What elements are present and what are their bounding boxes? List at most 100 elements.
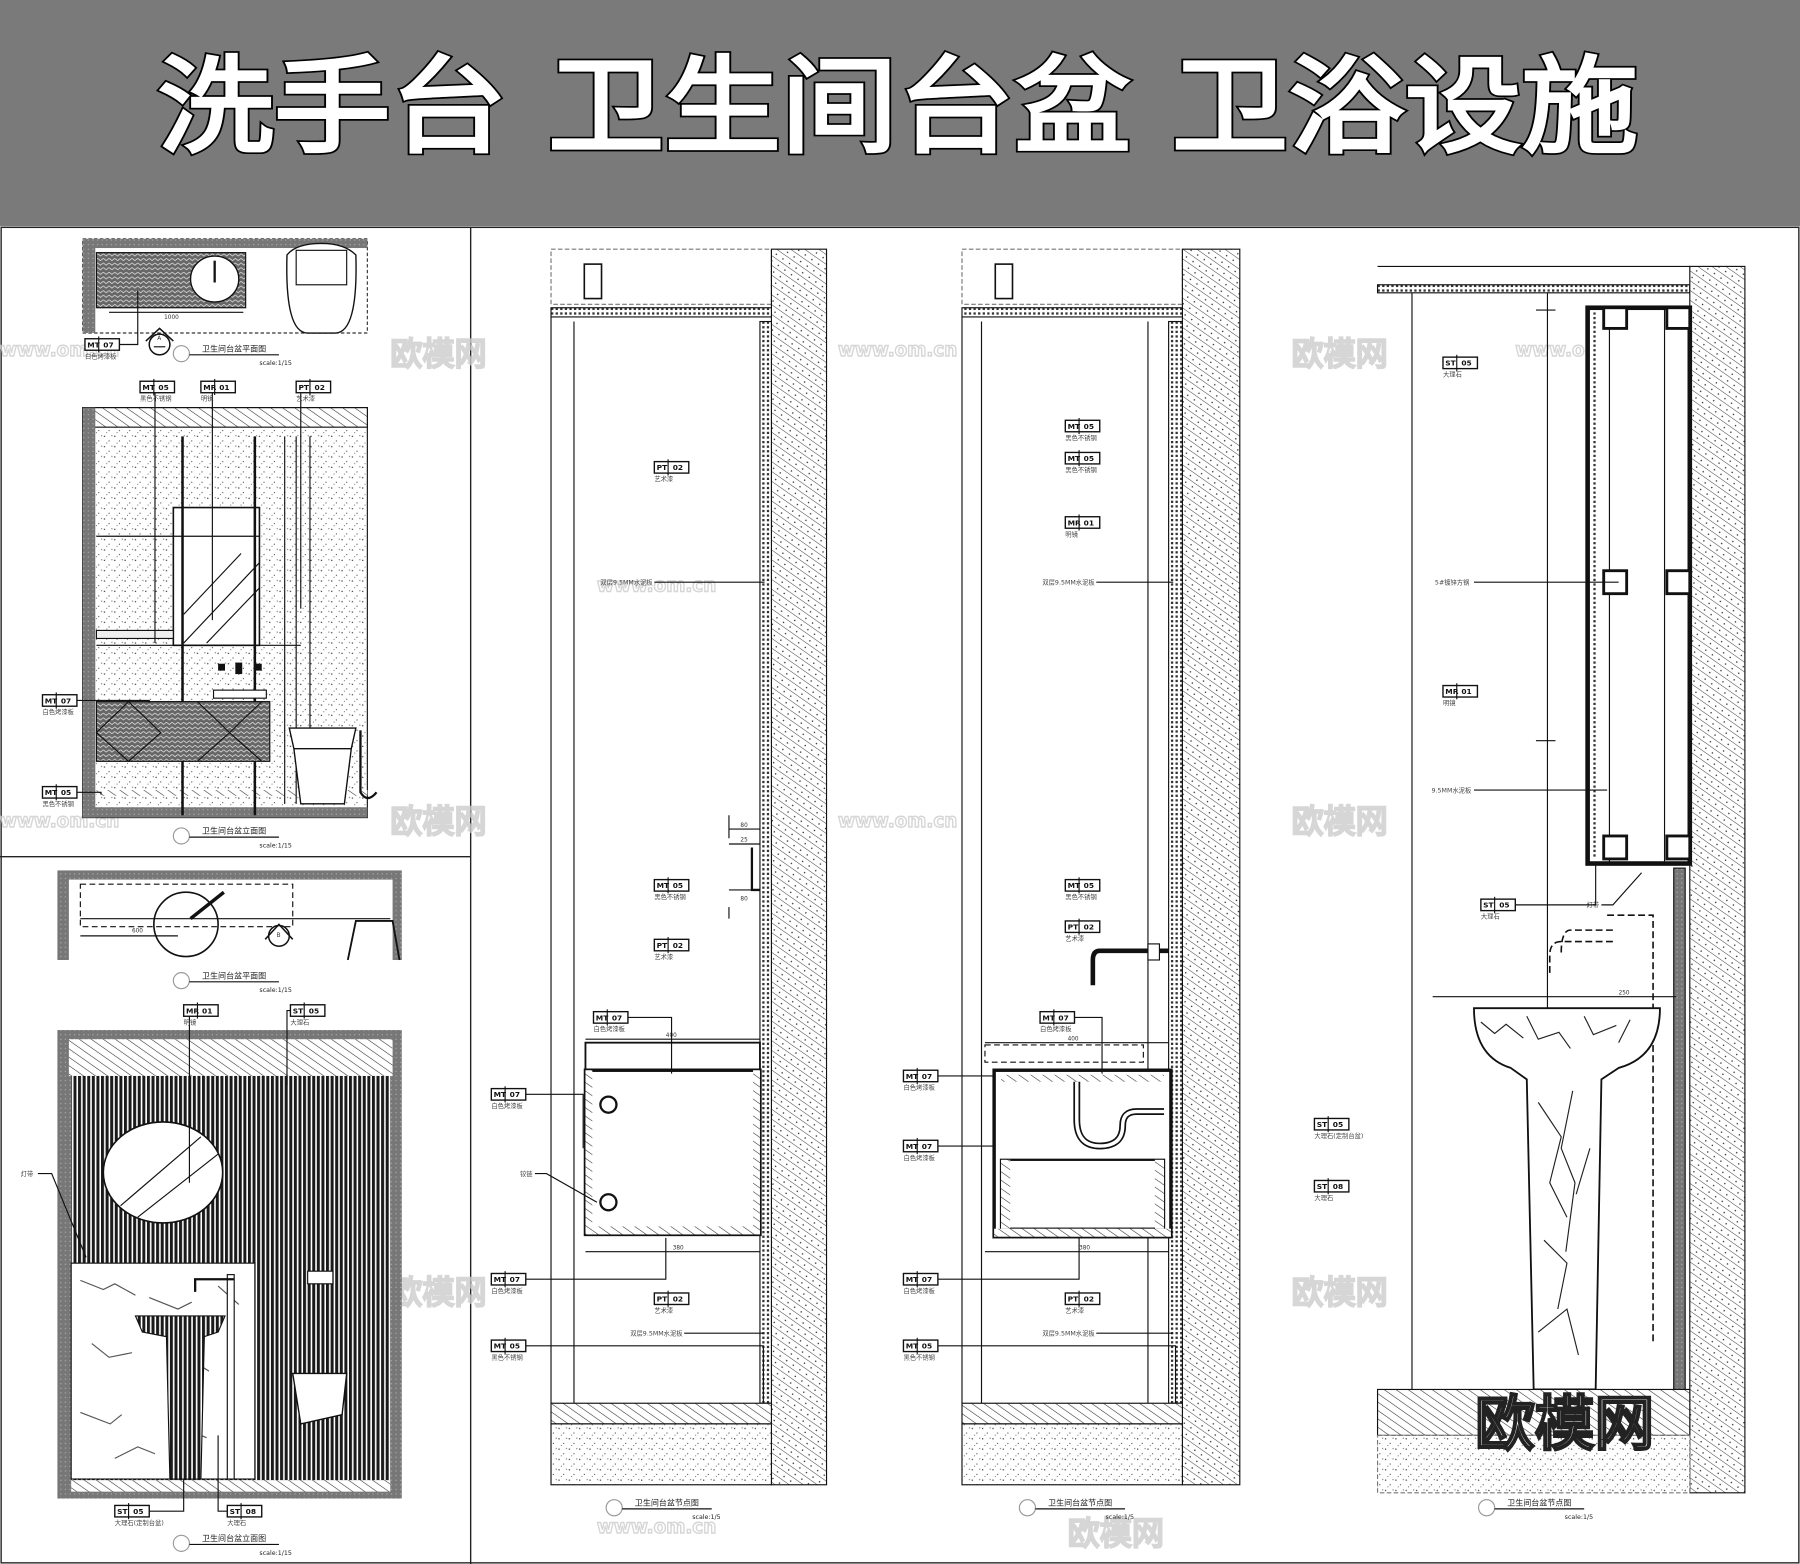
tag-description: 艺术漆 bbox=[1065, 1306, 1085, 1315]
tag-number: 07 bbox=[61, 696, 71, 705]
tag-description: 大理石 bbox=[1314, 1193, 1333, 1202]
tag-description: 明镜 bbox=[201, 394, 214, 403]
tag-number: 05 bbox=[1084, 881, 1094, 890]
watermark-logo: 欧模网 bbox=[390, 335, 486, 373]
tag-code: MR bbox=[186, 1006, 199, 1015]
tag-number: 01 bbox=[1084, 518, 1094, 527]
tag-box bbox=[902, 1272, 939, 1286]
note-cement-board: 双层9.5MM水泥板 bbox=[1042, 1328, 1095, 1337]
tag-box bbox=[592, 1010, 629, 1024]
tag-code: ST bbox=[117, 1507, 128, 1516]
tag-description: 大理石 bbox=[290, 1017, 309, 1026]
leader-line bbox=[119, 290, 139, 346]
tag-description: 白色烤漆板 bbox=[85, 351, 117, 360]
tag-box bbox=[200, 380, 237, 394]
tag-description: 白色烤漆板 bbox=[903, 1286, 935, 1295]
tag-box bbox=[1313, 1117, 1350, 1131]
leader-line bbox=[627, 1016, 673, 1074]
drawing-scale: scale:1/5 bbox=[692, 1514, 720, 1521]
tag-box bbox=[41, 694, 78, 707]
tag-code: MT bbox=[906, 1072, 919, 1081]
tag-box bbox=[84, 338, 121, 351]
tag-number: 05 bbox=[133, 1507, 143, 1516]
tag-description: 白色烤漆板 bbox=[491, 1101, 523, 1110]
leader-line bbox=[1515, 863, 1597, 906]
tag-box bbox=[1064, 451, 1101, 465]
tag-description: 黑色不锈钢 bbox=[1065, 465, 1096, 474]
drawing-title: 卫生间台盆立面图 bbox=[202, 826, 266, 836]
drawing-scale: scale:1/15 bbox=[259, 1550, 291, 1557]
tag-code: MT bbox=[142, 383, 155, 392]
tag-box bbox=[41, 785, 78, 799]
tag-description: 白色烤漆板 bbox=[903, 1083, 935, 1092]
tag-description: 艺术漆 bbox=[1065, 933, 1085, 942]
detail-d-drawing: 400 380 bbox=[961, 248, 1241, 1486]
tag-number: 07 bbox=[510, 1275, 520, 1284]
tag-description: 白色烤漆板 bbox=[42, 707, 74, 716]
tag-number: 01 bbox=[219, 383, 229, 392]
leader-line bbox=[1074, 1016, 1103, 1074]
note-cement-board: 双层9.5MM水泥板 bbox=[1042, 577, 1095, 586]
drawing-title: 卫生间台盆立面图 bbox=[202, 1533, 266, 1543]
sheet-frame bbox=[0, 226, 1800, 1564]
tag-box bbox=[295, 380, 332, 394]
note-cement-board: 9.5MM水泥板 bbox=[1432, 785, 1472, 794]
leader-line bbox=[937, 1345, 1177, 1404]
toilet-elevation bbox=[288, 727, 357, 805]
tag-box bbox=[1039, 1010, 1076, 1024]
tag-box bbox=[653, 460, 690, 474]
vanity-cabinet bbox=[95, 701, 271, 762]
tag-number: 07 bbox=[103, 340, 113, 349]
tag-number: 05 bbox=[1084, 422, 1094, 431]
tag-box bbox=[1313, 1179, 1350, 1193]
elevation-b-drawing bbox=[57, 1030, 402, 1499]
tag-code: ST bbox=[230, 1507, 241, 1516]
sink-basin bbox=[153, 891, 219, 958]
tag-description: 大理石(定制台盆) bbox=[1314, 1131, 1363, 1140]
watermark-site: www.om.cn bbox=[597, 1517, 716, 1538]
drawing-scale: scale:1/15 bbox=[259, 842, 291, 849]
tag-code: MT bbox=[494, 1275, 507, 1284]
drawing-title-block: 卫生间台盆立面图 scale:1/15 bbox=[172, 826, 292, 849]
leader-line bbox=[937, 1075, 995, 1132]
tag-description: 大理石(定制台盆) bbox=[115, 1518, 164, 1527]
tag-number: 05 bbox=[510, 1342, 520, 1351]
tag-number: 07 bbox=[922, 1275, 932, 1284]
tag-box bbox=[653, 878, 690, 892]
dimension-label: 380 bbox=[673, 1245, 684, 1251]
tag-code: PT bbox=[657, 1295, 668, 1304]
dimension-label: 1000 bbox=[164, 315, 179, 321]
tag-number: 05 bbox=[1499, 901, 1509, 910]
tag-description: 艺术漆 bbox=[296, 394, 316, 403]
tag-box bbox=[490, 1339, 527, 1353]
note-cement-board: 双层9.5MM水泥板 bbox=[630, 1328, 683, 1337]
tag-description: 黑色不锈钢 bbox=[140, 394, 171, 403]
plan-a-drawing: 1000 A bbox=[82, 238, 368, 356]
tag-box bbox=[653, 938, 690, 952]
tag-number: 07 bbox=[510, 1090, 520, 1099]
pedestal-basin bbox=[1473, 1007, 1661, 1391]
tag-number: 05 bbox=[309, 1006, 319, 1015]
tag-code: MT bbox=[494, 1090, 507, 1099]
tag-number: 05 bbox=[1333, 1120, 1343, 1129]
tag-code: MT bbox=[906, 1342, 919, 1351]
tag-box bbox=[1064, 419, 1101, 433]
tag-code: MT bbox=[1068, 881, 1081, 890]
drawing-number-circle bbox=[172, 972, 190, 990]
